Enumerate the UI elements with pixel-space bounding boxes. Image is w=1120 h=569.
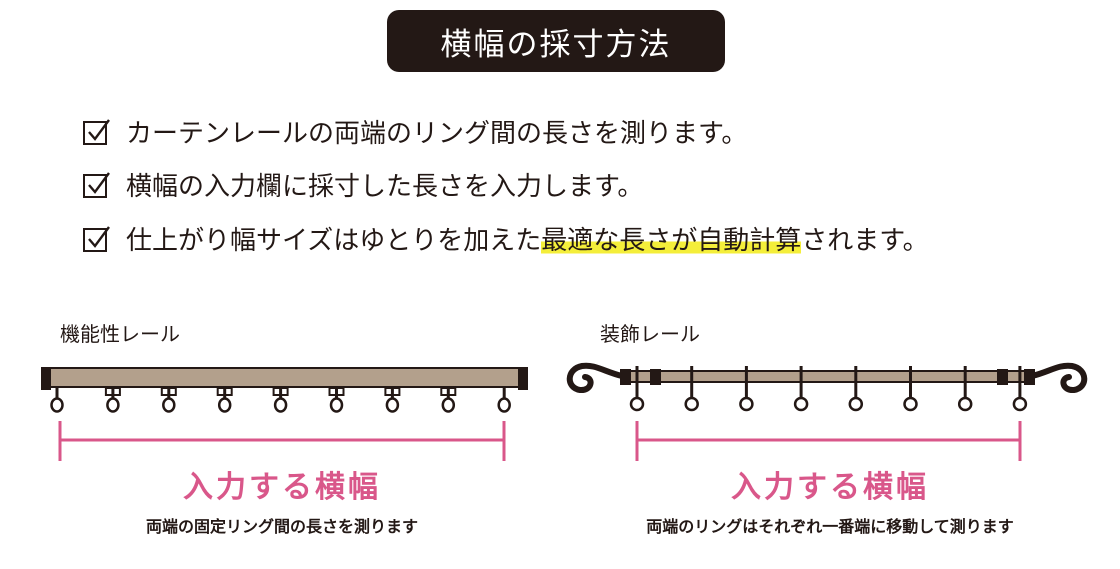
- checkbox-icon: [83, 225, 110, 252]
- curtain-ring: [957, 366, 973, 412]
- curtain-ring: [160, 387, 177, 413]
- highlighted-text: 最適な長さが自動計算: [541, 220, 802, 257]
- functional-rail-label: 機能性レール: [60, 322, 180, 346]
- curtain-ring: [793, 366, 809, 412]
- functional-rail-illustration: [41, 367, 528, 413]
- curtain-ring: [629, 366, 645, 412]
- curtain-ring: [903, 366, 918, 412]
- page-title: 横幅の採寸方法: [387, 10, 725, 72]
- right-measure-bracket: [635, 421, 1022, 461]
- curtain-ring: [739, 366, 754, 412]
- left-caption: 両端の固定リング間の長さを測ります: [145, 517, 418, 536]
- curtain-ring: [216, 387, 233, 413]
- decorative-rail-label: 装飾レール: [600, 322, 700, 346]
- decorative-rail-illustration: [566, 362, 1088, 412]
- curtain-ring: [497, 388, 511, 413]
- instruction-1: カーテンレールの両端のリング間の長さを測ります。: [82, 113, 747, 150]
- curtain-ring: [848, 366, 864, 412]
- curtain-ring: [328, 387, 345, 413]
- instruction-text: されます。: [801, 226, 929, 256]
- curtain-ring: [272, 387, 289, 413]
- curtain-ring: [384, 387, 401, 413]
- instruction-text: 横幅の入力欄に採寸した長さを入力します。: [126, 172, 644, 202]
- instruction-text: カーテンレールの両端のリング間の長さを測ります。: [126, 119, 748, 149]
- right-measure-label: 入力する横幅: [731, 470, 929, 505]
- curtain-ring: [50, 388, 64, 413]
- instruction-3: 仕上がり幅サイズはゆとりを加えた最適な長さが自動計算されます。: [82, 220, 929, 257]
- curtain-ring: [684, 366, 699, 412]
- right-caption: 両端のリングはそれぞれ一番端に移動して測ります: [646, 517, 1014, 536]
- curtain-ring: [1012, 366, 1028, 412]
- instruction-text: 仕上がり幅サイズはゆとりを加えた: [126, 226, 542, 256]
- checkbox-icon: [83, 171, 110, 198]
- left-measure-bracket: [58, 421, 506, 461]
- instruction-2: 横幅の入力欄に採寸した長さを入力します。: [82, 166, 643, 203]
- left-measure-label: 入力する横幅: [183, 470, 381, 505]
- curtain-ring: [104, 387, 121, 413]
- curtain-ring: [440, 387, 457, 413]
- checkbox-icon: [83, 118, 110, 145]
